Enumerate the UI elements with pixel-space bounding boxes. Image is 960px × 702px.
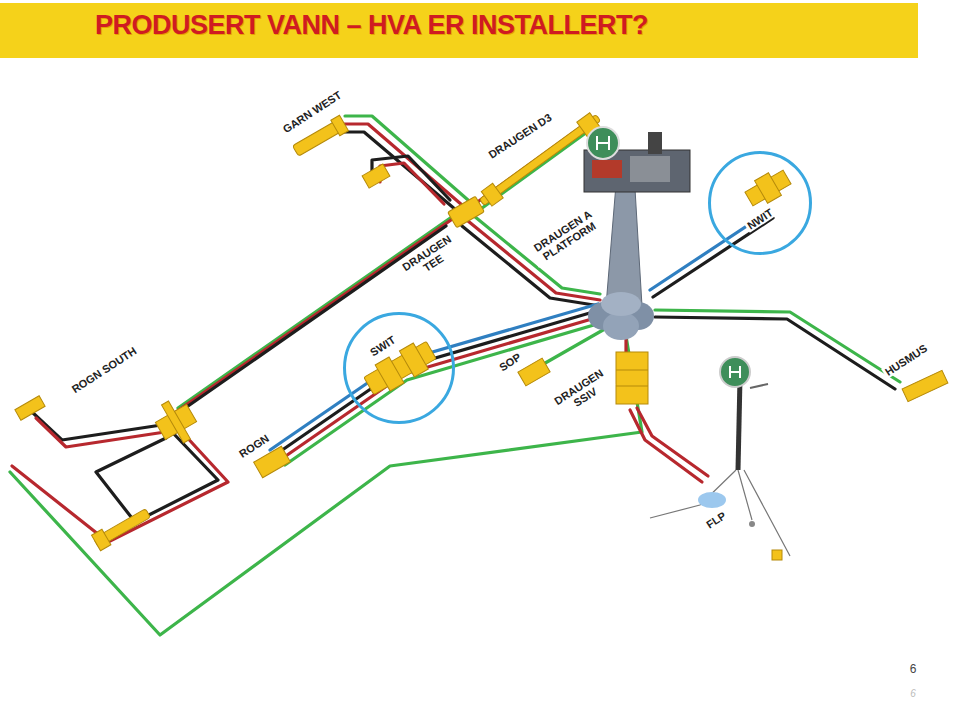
page-number: 6 [908,688,918,699]
highlight-circle: SWIT [343,312,455,424]
site-label: ROGN [235,431,273,461]
site-label: FLP [702,508,729,532]
site-label: ROGN SOUTH [68,344,140,397]
site-label: HUSMUS [881,341,931,379]
node-label: SWIT [366,332,399,359]
node-label: NWIT [743,205,777,233]
slide-title: PRODUSERT VANN – HVA ER INSTALLERT? [95,10,648,40]
site-label: DRAUGEN A PLATFORM [526,204,606,268]
site-label: SOP [495,350,524,375]
page-number: 6 [908,663,919,676]
site-label: DRAUGEN D3 [485,110,556,162]
site-label: DRAUGEN TEE [397,231,462,285]
site-label: DRAUGEN SSIV [549,364,616,419]
site-label: GARN WEST [279,88,345,137]
highlight-circle: NWIT [708,151,812,255]
